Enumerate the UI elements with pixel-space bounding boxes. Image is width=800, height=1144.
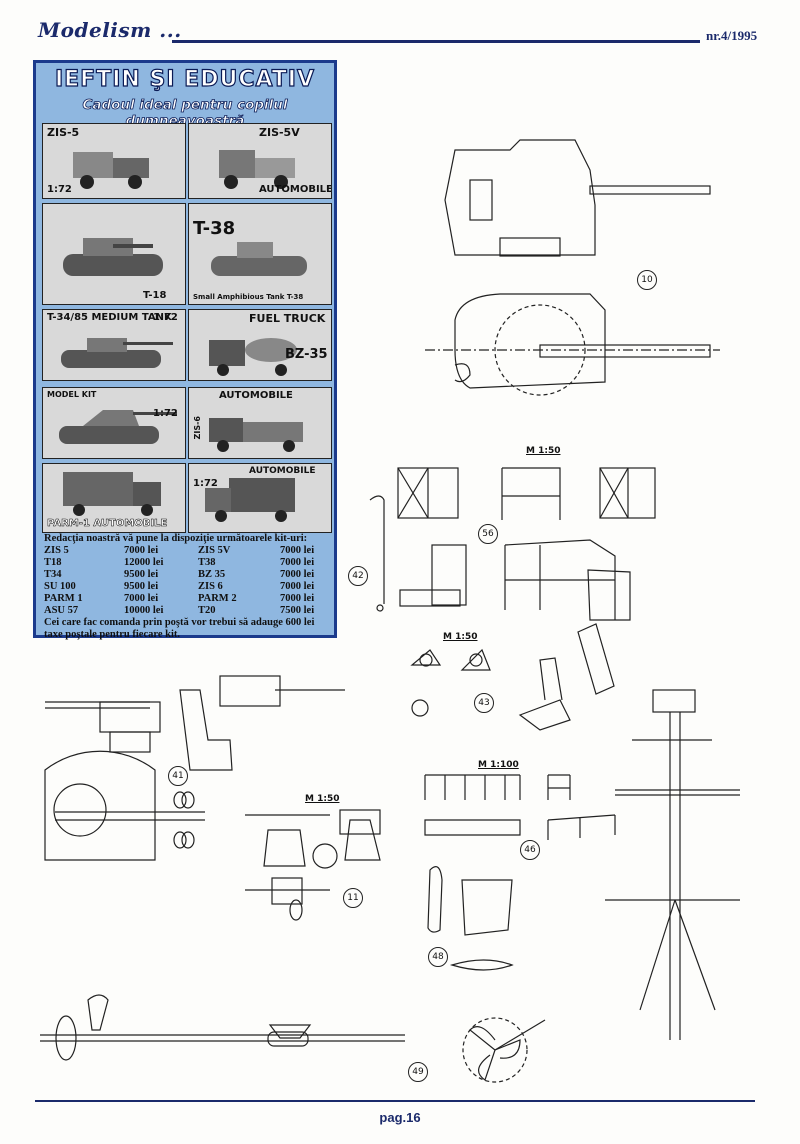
ad-title: IEFTIN ŞI EDUCATIV bbox=[54, 66, 316, 92]
page-number: pag.16 bbox=[379, 1110, 421, 1125]
small-gun-drawings bbox=[245, 809, 381, 921]
shaft-propeller-drawings bbox=[40, 994, 546, 1083]
truck-image bbox=[209, 338, 297, 376]
scale-label: M 1:100 bbox=[478, 760, 519, 770]
kit-box-bz35: FUEL TRUCK BZ-35 bbox=[188, 309, 332, 381]
figure-number: 48 bbox=[428, 947, 448, 967]
truck-image bbox=[205, 478, 295, 522]
scale-label: M 1:50 bbox=[305, 794, 340, 804]
kit-box-zis6: ZIS-6 AUTOMOBILE bbox=[188, 387, 332, 459]
platform-drawings bbox=[369, 467, 656, 621]
tank-image bbox=[59, 410, 177, 444]
truck-image bbox=[63, 472, 161, 516]
kit-box-parm1: PARM-1 AUTOMOBILE bbox=[42, 463, 186, 533]
railing-drawings bbox=[424, 774, 616, 840]
truck-image bbox=[209, 418, 303, 452]
figure-number: 46 bbox=[520, 840, 540, 860]
kit-advertisement: IEFTIN ŞI EDUCATIV Cadoul ideal pentru c… bbox=[33, 60, 337, 640]
turret-side-view bbox=[444, 139, 711, 257]
tank-image bbox=[63, 238, 163, 276]
kit-box-t38: T-38 Small Amphibious Tank T-38 bbox=[188, 203, 332, 305]
kit-box-zis5: ZIS-5 1:72 bbox=[42, 123, 186, 199]
figure-number: 42 bbox=[348, 566, 368, 586]
issue-number: nr.4/1995 bbox=[706, 28, 758, 43]
kit-box-t18: T-18 bbox=[42, 203, 186, 305]
kit-box-t34: T-34/85 MEDIUM TANK 1:72 bbox=[42, 309, 186, 381]
header-rule bbox=[172, 40, 700, 43]
figure-number: 41 bbox=[168, 766, 188, 786]
tank-image bbox=[211, 242, 307, 276]
rudder-drawings bbox=[427, 866, 514, 971]
figure-number: 56 bbox=[478, 524, 498, 544]
figure-number: 43 bbox=[474, 693, 494, 713]
kit-box-zis5v: ZIS-5V AUTOMOBILE bbox=[188, 123, 332, 199]
kit-box-parm2: AUTOMOBILE 1:72 bbox=[188, 463, 332, 533]
scale-label: M 1:50 bbox=[526, 446, 561, 456]
turret-top-view bbox=[425, 293, 720, 396]
kit-box-su100: MODEL KIT 1:72 bbox=[42, 387, 186, 459]
mast-drawing bbox=[605, 689, 740, 1040]
ad-postage-note: Cei care fac comanda prin poştă vor treb… bbox=[44, 617, 315, 640]
fittings-drawings bbox=[410, 623, 615, 731]
scale-label: M 1:50 bbox=[443, 632, 478, 642]
ad-intro-text: Redacţia noastră vă pune la dispoziţie u… bbox=[44, 533, 308, 544]
footer-rule bbox=[35, 1100, 755, 1102]
truck-image bbox=[219, 150, 295, 189]
magazine-logo: Modelism ... bbox=[38, 18, 182, 42]
truck-image bbox=[73, 152, 149, 189]
figure-number: 11 bbox=[343, 888, 363, 908]
figure-number: 49 bbox=[408, 1062, 428, 1082]
aa-gun-drawings bbox=[44, 675, 345, 861]
tank-image bbox=[61, 338, 173, 368]
figure-number: 10 bbox=[637, 270, 657, 290]
